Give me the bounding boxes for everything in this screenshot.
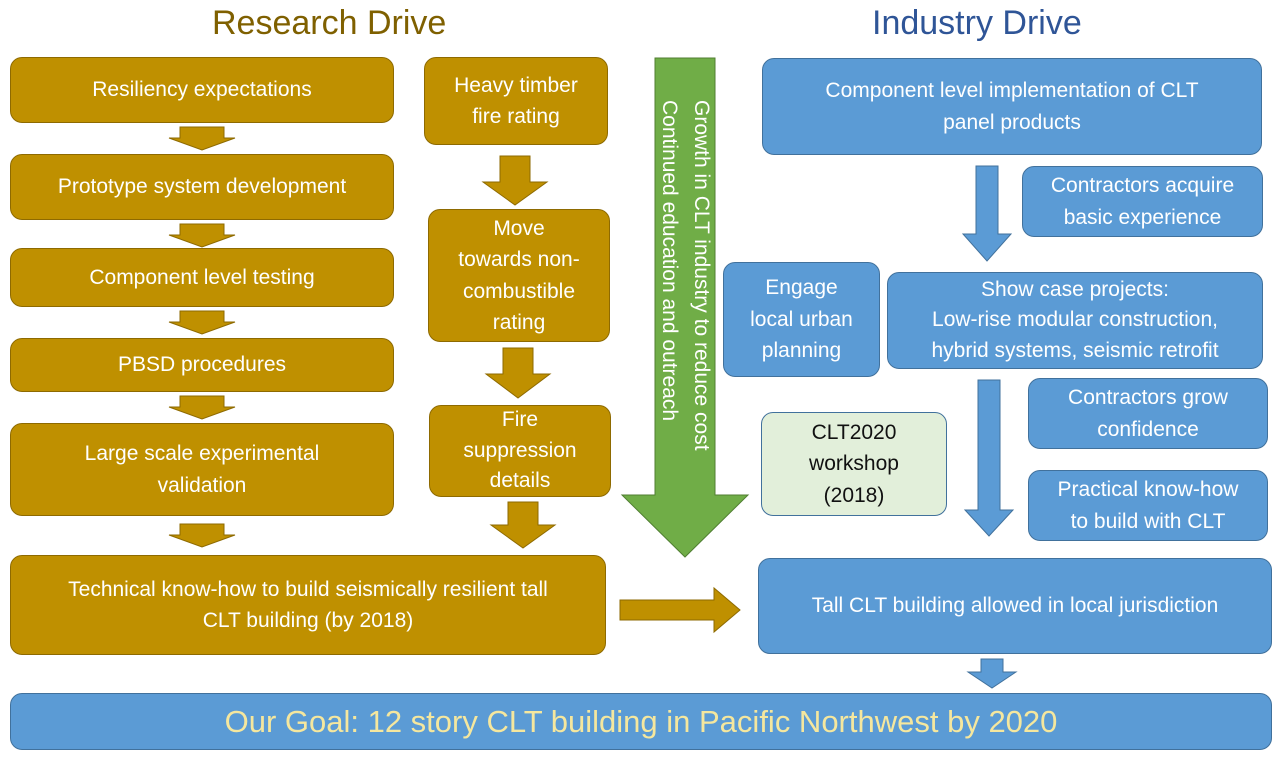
box-text: Low-rise modular construction, bbox=[932, 308, 1218, 332]
move-towards-box: Move towards non- combustible rating bbox=[428, 209, 610, 342]
research-drive-heading: Research Drive bbox=[212, 4, 447, 42]
down-arrow bbox=[168, 126, 236, 151]
growth-line-2: Continued education and outreach bbox=[658, 100, 682, 422]
prototype-development-box: Prototype system development bbox=[10, 154, 394, 220]
box-text: Practical know-how bbox=[1057, 478, 1239, 501]
box-text: details bbox=[489, 469, 551, 493]
tall-clt-allowed-box: Tall CLT building allowed in local juris… bbox=[758, 558, 1272, 654]
box-text: Prototype system development bbox=[57, 175, 347, 199]
box-text: combustible bbox=[462, 279, 576, 303]
box-text: Technical know-how to build seismically … bbox=[68, 577, 548, 601]
large-scale-validation-box: Large scale experimental validation bbox=[10, 423, 394, 516]
box-text: PBSD procedures bbox=[117, 353, 287, 377]
box-text: local urban bbox=[750, 307, 853, 331]
box-text: fire rating bbox=[472, 105, 560, 128]
contractors-acquire-box: Contractors acquire basic experience bbox=[1022, 166, 1263, 237]
box-text: confidence bbox=[1097, 417, 1199, 441]
box-text: panel products bbox=[943, 110, 1081, 134]
box-text: Heavy timber bbox=[454, 73, 578, 97]
goal-banner: Our Goal: 12 story CLT building in Pacif… bbox=[10, 693, 1272, 750]
box-text: rating bbox=[492, 311, 546, 334]
engage-planning-box: Engage local urban planning bbox=[723, 262, 880, 377]
component-implementation-box: Component level implementation of CLT pa… bbox=[762, 58, 1262, 155]
box-text: Engage bbox=[765, 276, 838, 300]
down-arrow bbox=[168, 310, 236, 335]
box-text: Component level implementation of CLT bbox=[825, 79, 1199, 102]
box-text: planning bbox=[761, 339, 842, 363]
box-text: Large scale experimental bbox=[84, 442, 320, 465]
box-text: Contractors grow bbox=[1068, 386, 1228, 409]
industry-drive-heading: Industry Drive bbox=[872, 4, 1082, 42]
box-text: Resiliency expectations bbox=[92, 78, 312, 102]
growth-line-1: Growth in CLT industry to reduce cost bbox=[690, 100, 713, 451]
practical-know-how-box: Practical know-how to build with CLT bbox=[1028, 470, 1268, 541]
down-arrow bbox=[966, 658, 1018, 689]
growth-arrow-text: Growth in CLT industry to reduce cost Co… bbox=[653, 100, 717, 480]
box-text: Show case projects: bbox=[981, 277, 1169, 301]
box-text: validation bbox=[157, 473, 247, 497]
box-text: basic experience bbox=[1063, 205, 1222, 229]
growth-arrow bbox=[620, 57, 750, 558]
fire-suppression-box: Fire suppression details bbox=[429, 405, 611, 497]
heavy-timber-box: Heavy timber fire rating bbox=[424, 57, 608, 145]
box-text: Move bbox=[493, 216, 545, 240]
box-text: CLT2020 bbox=[811, 420, 897, 444]
down-arrow bbox=[168, 223, 236, 248]
box-text: suppression bbox=[463, 438, 577, 462]
box-text: to build with CLT bbox=[1070, 509, 1226, 533]
box-text: Fire bbox=[501, 408, 539, 432]
box-text: Tall CLT building allowed in local juris… bbox=[811, 594, 1219, 618]
right-arrow bbox=[619, 586, 741, 634]
down-arrow bbox=[961, 165, 1013, 262]
technical-know-how-box: Technical know-how to build seismically … bbox=[10, 555, 606, 655]
resiliency-expectations-box: Resiliency expectations bbox=[10, 57, 394, 123]
box-text: hybrid systems, seismic retrofit bbox=[931, 338, 1219, 362]
down-arrow bbox=[168, 523, 236, 548]
component-testing-box: Component level testing bbox=[10, 248, 394, 307]
box-text: Contractors acquire bbox=[1050, 174, 1235, 197]
box-text: (2018) bbox=[823, 483, 885, 507]
pbsd-procedures-box: PBSD procedures bbox=[10, 338, 394, 392]
clt2020-workshop-box: CLT2020 workshop (2018) bbox=[761, 412, 947, 516]
goal-text: Our Goal: 12 story CLT building in Pacif… bbox=[224, 703, 1058, 739]
show-case-projects-box: Show case projects: Low-rise modular con… bbox=[887, 272, 1263, 369]
box-text: towards non- bbox=[458, 248, 580, 271]
box-text: CLT building (by 2018) bbox=[202, 609, 414, 632]
box-text: Component level testing bbox=[89, 265, 315, 289]
down-arrow bbox=[168, 395, 236, 420]
down-arrow bbox=[484, 347, 552, 399]
down-arrow bbox=[481, 155, 549, 206]
down-arrow bbox=[963, 379, 1015, 537]
down-arrow bbox=[489, 501, 557, 549]
box-text: workshop bbox=[809, 452, 899, 476]
contractors-grow-box: Contractors grow confidence bbox=[1028, 378, 1268, 449]
